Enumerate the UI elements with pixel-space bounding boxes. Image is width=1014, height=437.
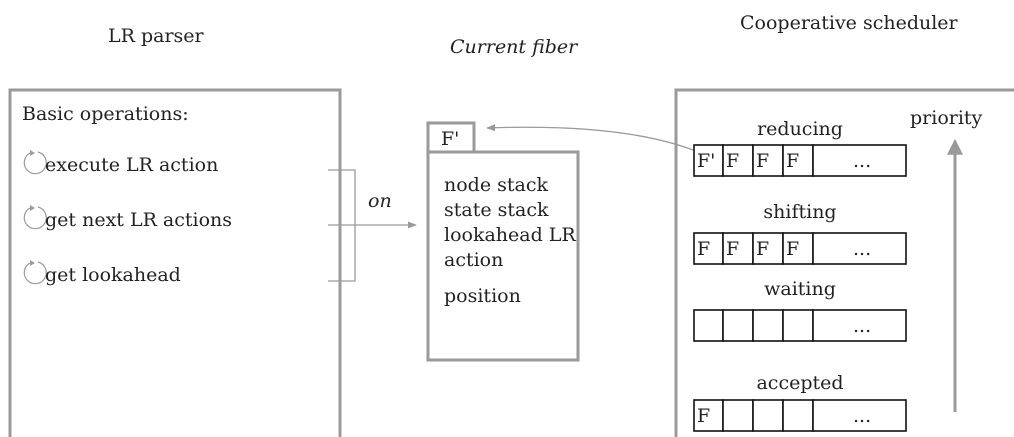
fiber-token: F' (697, 150, 715, 172)
queue-name: accepted (756, 372, 843, 394)
fiber-token: F (697, 238, 710, 260)
operation-label: execute LR action (45, 154, 218, 176)
queue-slot (722, 144, 754, 177)
connector-label: on (368, 190, 392, 212)
operation-label: get lookahead (45, 264, 181, 286)
queue-ellipsis: ... (853, 238, 871, 260)
queue-overflow-slot (812, 232, 907, 265)
fiber-token: F (786, 150, 799, 172)
queue-accepted: acceptedF... (693, 372, 907, 432)
fiber-field: position (444, 285, 521, 307)
parser-heading: Basic operations: (22, 103, 189, 125)
queue-slot (782, 399, 814, 432)
fiber-panel: F' node stack state stack lookahead LR a… (426, 121, 580, 362)
fiber-field: action (444, 249, 503, 271)
queue-slot (752, 232, 784, 265)
queue-overflow-slot (812, 399, 907, 432)
queue-slot (693, 399, 724, 432)
queue-slot (752, 399, 784, 432)
parser-title: LR parser (108, 25, 205, 47)
queue-ellipsis: ... (853, 405, 871, 427)
fiber-title: Current fiber (450, 36, 579, 58)
loop-arrow-icon (23, 260, 47, 285)
fiber-field: node stack (444, 174, 548, 196)
operations-bracket (328, 169, 417, 282)
loop-arrow-icon (23, 150, 47, 175)
queue-slot (782, 144, 814, 177)
queue-slot (693, 232, 724, 265)
dispatch-arrow (486, 124, 694, 151)
fiber-body (426, 150, 580, 362)
fiber-token: F (786, 238, 799, 260)
fiber-token: F (726, 238, 739, 260)
operation-execute: execute LR action (23, 150, 218, 176)
parser-panel: Basic operations: execute LR action get … (8, 88, 342, 437)
scheduler-title: Cooperative scheduler (740, 12, 959, 34)
queue-slot (722, 309, 754, 342)
operation-get-lookahead: get lookahead (23, 260, 181, 286)
queue-name: waiting (764, 278, 836, 300)
queue-slot (782, 232, 814, 265)
queue-ellipsis: ... (853, 150, 871, 172)
operation-label: get next LR actions (45, 209, 232, 231)
queue-name: shifting (763, 201, 836, 223)
operation-get-next-actions: get next LR actions (23, 205, 232, 231)
queue-overflow-slot (812, 144, 907, 177)
queue-overflow-slot (812, 309, 907, 342)
loop-arrow-icon (23, 205, 47, 230)
fiber-field: state stack (444, 199, 549, 221)
queue-slot (693, 309, 724, 342)
queue-waiting: waiting... (693, 278, 907, 342)
queue-slot (693, 144, 724, 177)
fiber-token: F (726, 150, 739, 172)
queue-slot (752, 309, 784, 342)
fiber-token: F (756, 150, 769, 172)
fiber-token: F (697, 405, 710, 427)
priority-label: priority (910, 107, 983, 129)
fiber-tab-label: F' (441, 128, 459, 150)
queue-name: reducing (757, 118, 843, 140)
queue-ellipsis: ... (853, 315, 871, 337)
queue-slot (722, 399, 754, 432)
queue-slot (782, 309, 814, 342)
fiber-field: lookahead LR (444, 224, 576, 246)
queue-slot (752, 144, 784, 177)
fiber-token: F (756, 238, 769, 260)
